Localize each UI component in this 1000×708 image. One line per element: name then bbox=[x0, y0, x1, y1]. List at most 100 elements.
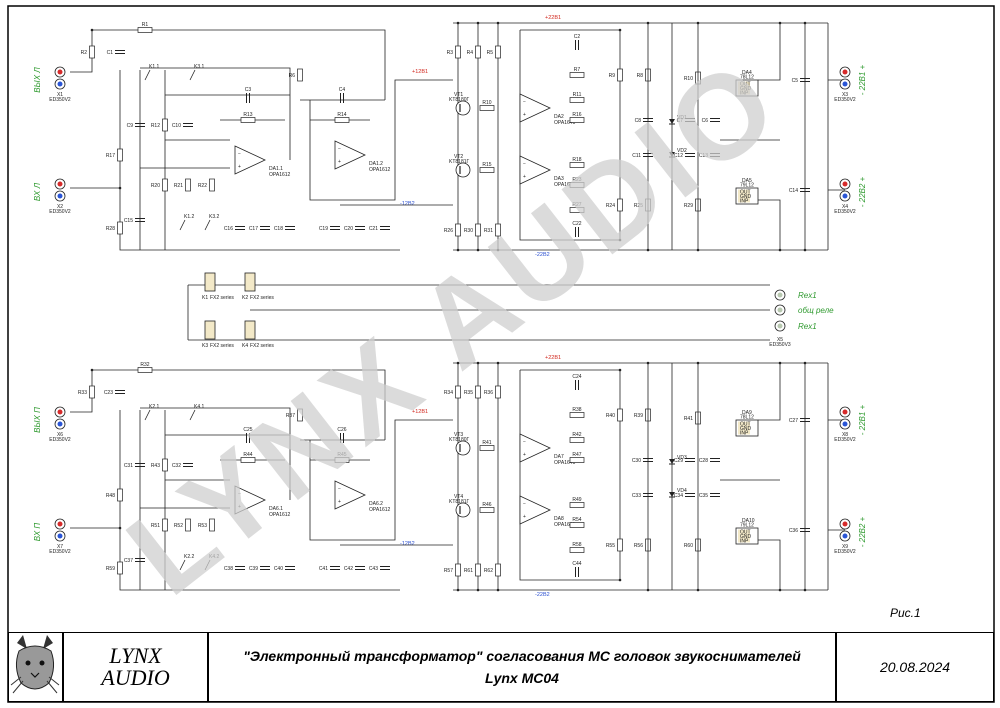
title-block-logo bbox=[8, 632, 63, 702]
transistor-body bbox=[455, 162, 471, 178]
junction-dot bbox=[618, 578, 622, 582]
relay-switch bbox=[204, 559, 211, 571]
component-label: INP bbox=[740, 199, 749, 205]
resistor bbox=[495, 385, 501, 399]
component-label: R3 bbox=[447, 50, 454, 56]
component-label: C24 bbox=[572, 374, 581, 380]
junction-dot bbox=[778, 361, 782, 365]
component-label: R62 bbox=[484, 568, 493, 574]
junction-dot bbox=[118, 526, 122, 530]
resistor bbox=[162, 458, 168, 472]
component-label: C40 bbox=[274, 566, 283, 572]
opamp-triangle bbox=[519, 495, 551, 525]
component-label: KT8181Г bbox=[449, 499, 470, 505]
junction-dot bbox=[646, 21, 650, 25]
resistor bbox=[334, 457, 350, 463]
component-label: C29 bbox=[674, 458, 683, 464]
component-label: − bbox=[238, 491, 241, 497]
component-label: R51 bbox=[151, 523, 160, 529]
document-subtitle: Lynx MC04 bbox=[485, 670, 559, 686]
junction-dot bbox=[496, 361, 500, 365]
component-label: X8 bbox=[842, 432, 848, 438]
component-label: R33 bbox=[78, 390, 87, 396]
bottom-channel: +22В1-22В2+12В1-12В2R33R32C23R48R59C31C3… bbox=[33, 355, 867, 598]
component-label: C30 bbox=[632, 458, 641, 464]
component-label: K2.2 bbox=[184, 554, 195, 560]
junction-dot bbox=[618, 238, 622, 242]
component-label: C1 bbox=[107, 50, 114, 56]
regulator-pins-bg bbox=[738, 81, 750, 95]
component-label: R16 bbox=[572, 112, 581, 118]
component-label: ED350V2 bbox=[49, 97, 71, 103]
component-label: C23 bbox=[104, 390, 113, 396]
connector-pin-red bbox=[57, 521, 63, 527]
component-label: R43 bbox=[151, 463, 160, 469]
resistor bbox=[455, 223, 461, 237]
component-label: -22В2 bbox=[535, 252, 550, 258]
component-label: R11 bbox=[573, 92, 582, 98]
component-label: R6 bbox=[289, 73, 296, 79]
component-label: C28 bbox=[699, 458, 708, 464]
component-label: DA6.2 bbox=[369, 501, 383, 507]
connector-pin-blue bbox=[842, 421, 848, 427]
junction-dot bbox=[778, 248, 782, 252]
component-label: + bbox=[338, 499, 341, 505]
resistor bbox=[162, 518, 168, 532]
component-label: OPA1641 bbox=[554, 522, 576, 528]
connector-pin-blue bbox=[57, 81, 63, 87]
connector-label: - 22В1 + bbox=[858, 64, 867, 95]
component-label: R46 bbox=[482, 502, 491, 508]
regulator-pins-bg bbox=[738, 189, 750, 203]
junction-dot bbox=[90, 368, 94, 372]
wire bbox=[309, 419, 453, 541]
resistor bbox=[569, 547, 585, 553]
component-label: GND bbox=[740, 534, 752, 540]
junction-dot bbox=[803, 21, 807, 25]
junction-dot bbox=[118, 186, 122, 190]
regulator-pins-bg bbox=[738, 421, 750, 435]
component-label: VD2 bbox=[677, 148, 687, 154]
relay-coil bbox=[244, 272, 256, 292]
resistor bbox=[297, 408, 303, 422]
component-label: R27 bbox=[572, 202, 581, 208]
connector-pin-blue bbox=[842, 193, 848, 199]
component-label: OUT bbox=[740, 422, 751, 428]
component-label: C25 bbox=[243, 427, 252, 433]
resistor bbox=[455, 563, 461, 577]
resistor bbox=[89, 385, 95, 399]
component-label: R60 bbox=[684, 543, 693, 549]
connector-label: общ реле bbox=[798, 306, 834, 315]
wire bbox=[92, 369, 386, 440]
component-label: ED350V2 bbox=[834, 209, 856, 215]
resistor bbox=[334, 117, 350, 123]
component-label: C5 bbox=[792, 78, 799, 84]
connector-pin-core bbox=[777, 292, 783, 298]
connector-pin-blue bbox=[842, 533, 848, 539]
junction-dot bbox=[496, 588, 500, 592]
junction-dot bbox=[476, 21, 480, 25]
resistor bbox=[617, 68, 623, 82]
opamp-triangle bbox=[234, 485, 266, 515]
component-label: GND bbox=[740, 86, 752, 92]
component-label: C2 bbox=[574, 34, 581, 40]
component-label: C20 bbox=[344, 226, 353, 232]
wire bbox=[758, 363, 781, 421]
component-label: X1 bbox=[57, 92, 63, 98]
connector-label: Rex1 bbox=[798, 291, 817, 300]
component-label: VT3 bbox=[454, 432, 463, 438]
component-label: R24 bbox=[606, 203, 615, 209]
component-label: − bbox=[338, 486, 341, 492]
wire bbox=[309, 79, 453, 201]
connector-label: - 22В2 + bbox=[858, 516, 867, 547]
component-label: C34 bbox=[674, 493, 683, 499]
connector-pin-red bbox=[842, 69, 848, 75]
component-label: VT4 bbox=[454, 494, 463, 500]
top-channel: +22В1-22В2+12В1-12В2R2R1C1R17R28C9C15R12… bbox=[33, 15, 867, 258]
transistor-body bbox=[455, 100, 471, 116]
transistor-body bbox=[455, 502, 471, 518]
component-label: R1 bbox=[142, 22, 149, 28]
component-label: ED350V2 bbox=[49, 437, 71, 443]
component-label: ED350V3 bbox=[769, 342, 791, 348]
resistor bbox=[479, 445, 495, 451]
resistor bbox=[569, 72, 585, 78]
